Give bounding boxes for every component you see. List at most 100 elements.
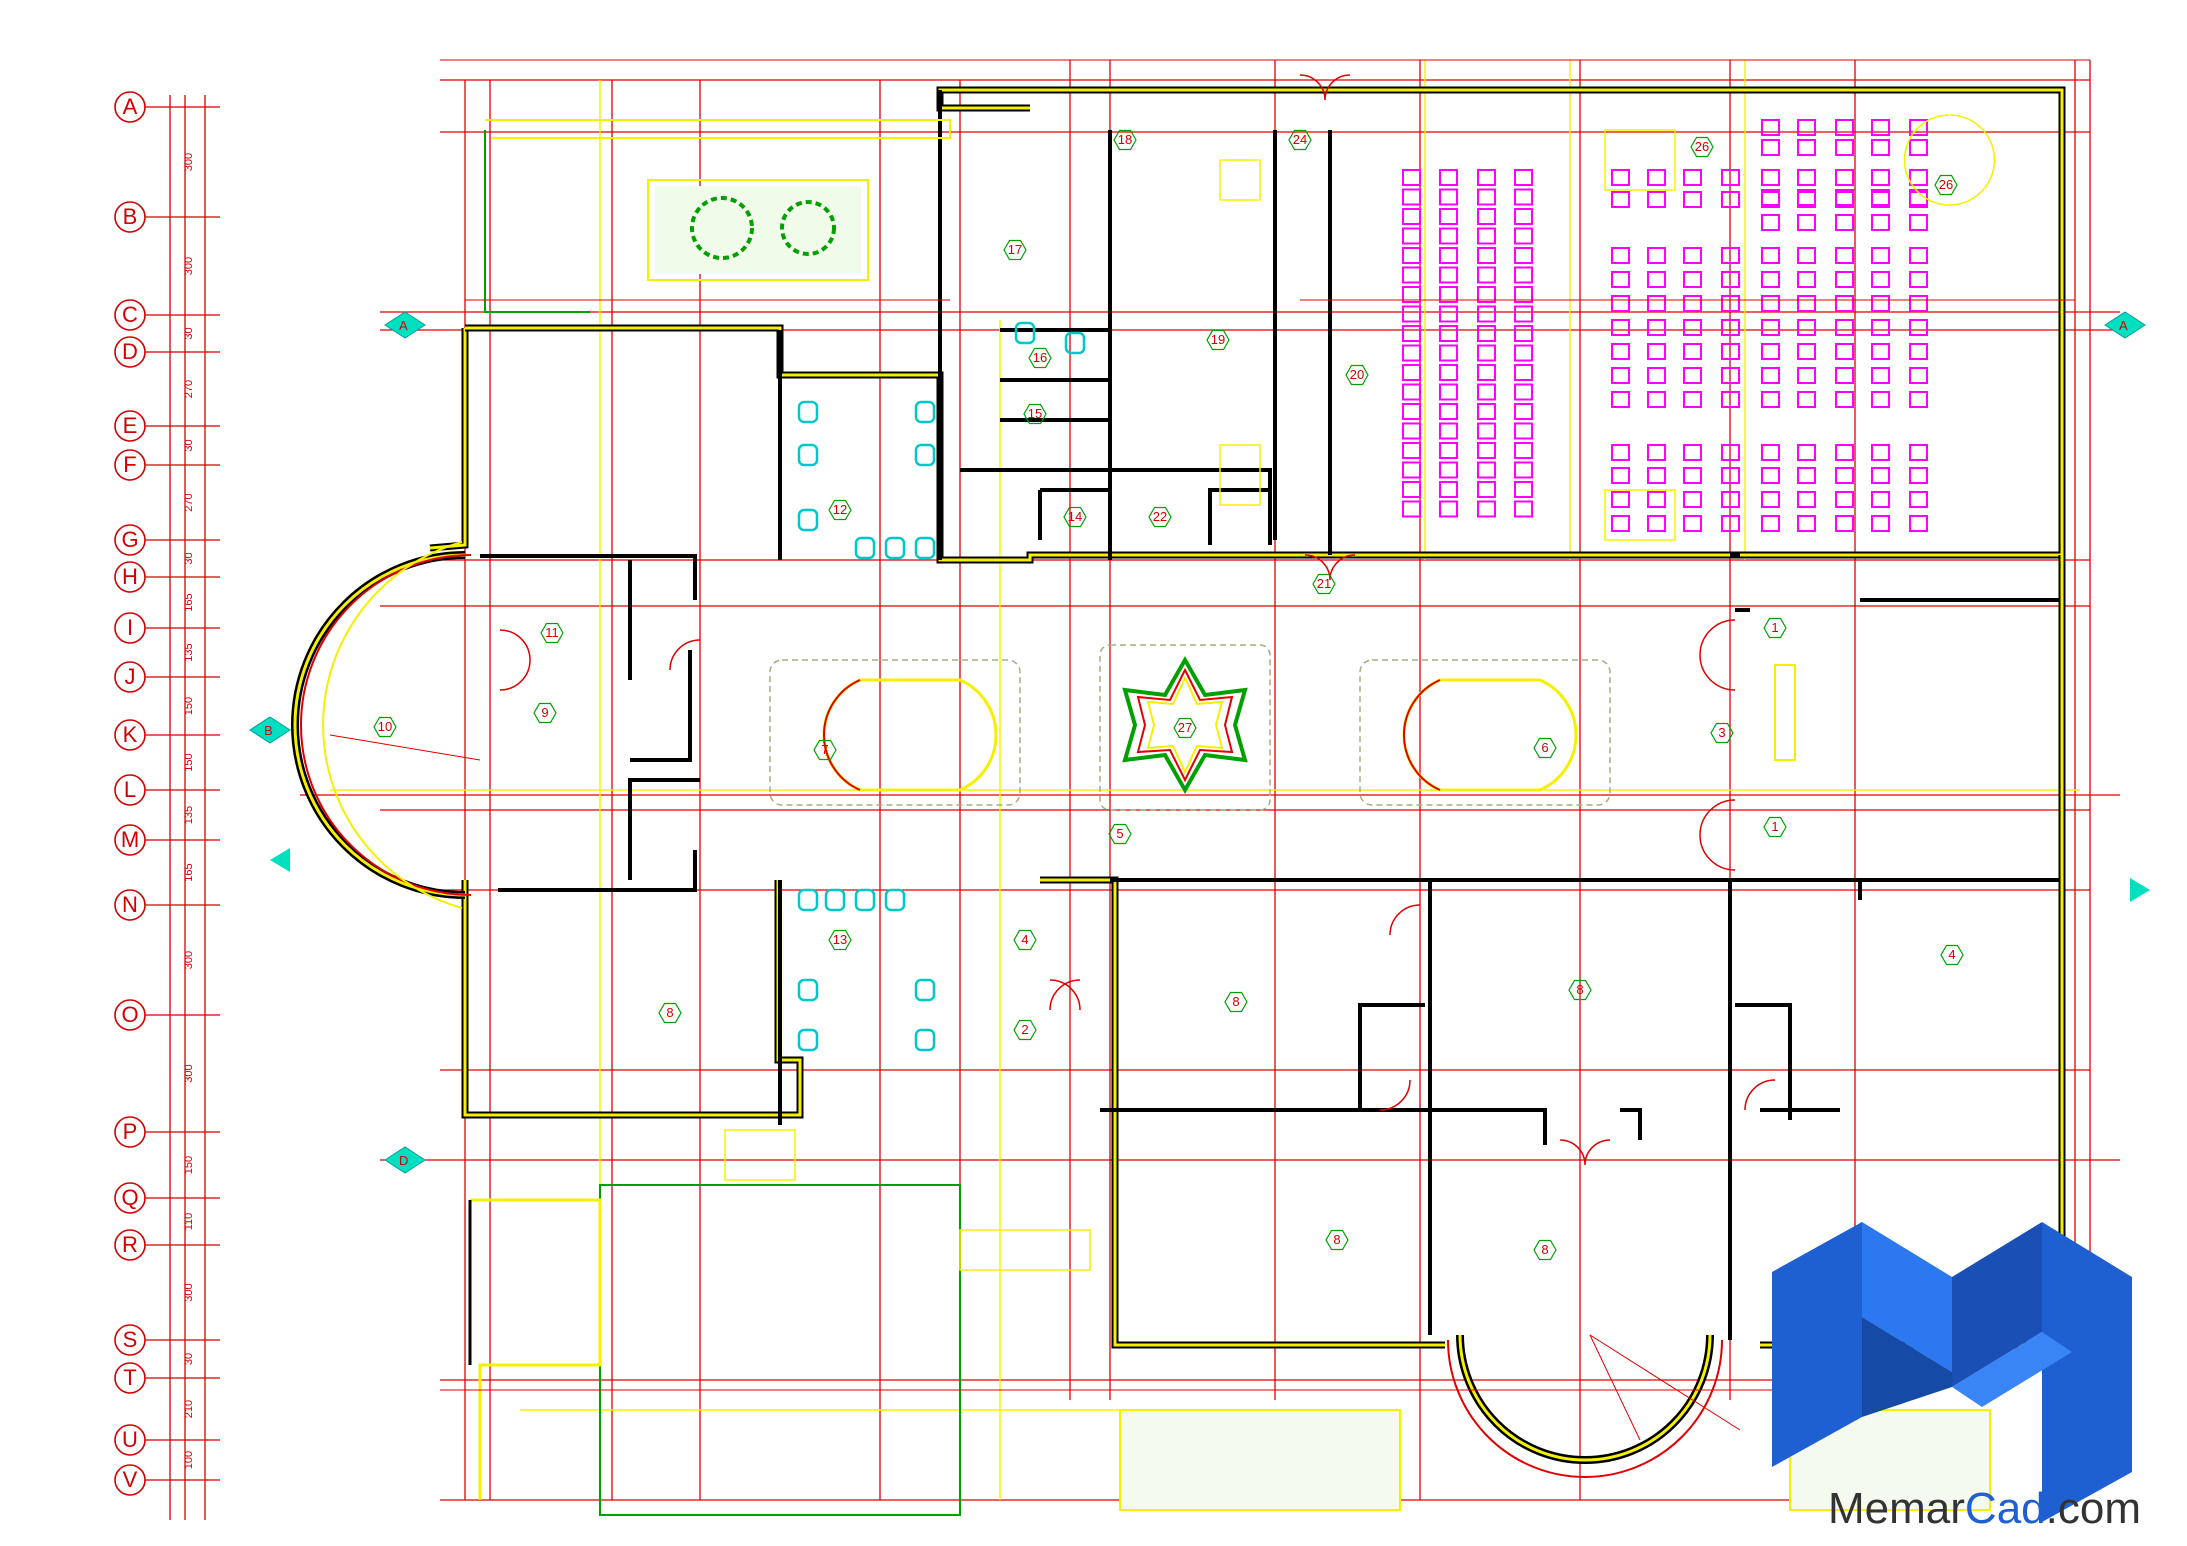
seat xyxy=(1909,467,1928,484)
seat xyxy=(1909,295,1928,312)
seat xyxy=(1439,188,1458,206)
axis-spacing-label: 300 xyxy=(183,257,195,275)
toilet-fixture xyxy=(797,978,819,1002)
seat xyxy=(1761,343,1780,360)
room-tag-hexagon xyxy=(1325,1229,1349,1251)
seat xyxy=(1477,500,1496,518)
seat xyxy=(1477,442,1496,459)
seat xyxy=(1611,515,1630,532)
room-tag-hexagon xyxy=(1113,129,1137,151)
seat xyxy=(1683,191,1702,208)
axis-spacing-label: 150 xyxy=(183,697,195,715)
brand-name-part1: Memar xyxy=(1828,1484,1965,1533)
seat xyxy=(1909,214,1928,231)
room-tag-hexagon xyxy=(1710,722,1734,744)
seat xyxy=(1835,119,1854,136)
axis-spacing-label: 150 xyxy=(183,1156,195,1174)
room-number: 15 xyxy=(1028,406,1042,421)
room-tag-hexagon xyxy=(828,929,852,951)
room-tag-hexagon xyxy=(1173,717,1197,739)
seat xyxy=(1647,247,1666,264)
room-number: 8 xyxy=(666,1005,673,1020)
axis-spacing-label: 165 xyxy=(183,593,195,611)
seat xyxy=(1909,247,1928,264)
seat xyxy=(1683,247,1702,264)
room-number: 19 xyxy=(1211,332,1225,347)
seat xyxy=(1611,467,1630,484)
seat xyxy=(1909,139,1928,156)
seat xyxy=(1835,444,1854,461)
seat xyxy=(1721,391,1740,408)
seat xyxy=(1761,515,1780,532)
seat xyxy=(1721,295,1740,312)
seat xyxy=(1909,319,1928,336)
seat xyxy=(1402,169,1421,186)
axis-label: E xyxy=(123,413,138,438)
seat xyxy=(1683,367,1702,384)
axis-label: M xyxy=(121,827,139,852)
seat xyxy=(1871,247,1890,264)
room-number: 10 xyxy=(378,719,392,734)
seat xyxy=(1647,343,1666,360)
room-number: 2 xyxy=(1021,1022,1028,1037)
seat xyxy=(1797,319,1816,336)
seat xyxy=(1477,344,1496,362)
seat xyxy=(1797,295,1816,312)
seat xyxy=(1611,247,1630,264)
seat xyxy=(1402,227,1421,245)
seat xyxy=(1477,403,1496,420)
seat xyxy=(1909,271,1928,288)
axis-label: V xyxy=(123,1467,138,1492)
seat xyxy=(1761,247,1780,264)
section-arrow-right xyxy=(2130,878,2150,902)
seat xyxy=(1439,325,1458,342)
seat xyxy=(1835,295,1854,312)
seat xyxy=(1477,169,1496,186)
stairs xyxy=(724,114,1996,1271)
room-tag-hexagon xyxy=(1533,1239,1557,1261)
seat xyxy=(1683,467,1702,484)
seat xyxy=(1721,467,1740,484)
room-number: 20 xyxy=(1350,367,1364,382)
seat xyxy=(1761,271,1780,288)
seat xyxy=(1477,364,1496,381)
axis-label: B xyxy=(123,204,138,229)
seat xyxy=(1835,189,1854,206)
seat xyxy=(1647,191,1666,208)
toilet-fixture xyxy=(914,536,936,560)
axis-label: D xyxy=(122,339,138,364)
seat xyxy=(1683,169,1702,186)
seat xyxy=(1909,189,1928,206)
axis-label: R xyxy=(122,1232,138,1257)
seat xyxy=(1514,403,1533,420)
seat xyxy=(1721,191,1740,208)
seat xyxy=(1721,247,1740,264)
seat xyxy=(1402,286,1421,303)
toilet-fixture xyxy=(797,888,819,912)
grid-axis-column: A300B300C30D270E30F270G30H165I135J150K15… xyxy=(114,91,220,1520)
seat xyxy=(1402,208,1421,225)
section-marker-label: D xyxy=(399,1153,408,1168)
seat xyxy=(1797,271,1816,288)
axis-spacing-label: 300 xyxy=(183,1064,195,1082)
seat xyxy=(1871,271,1890,288)
seat xyxy=(1439,208,1458,225)
seat xyxy=(1797,343,1816,360)
seat xyxy=(1761,139,1780,156)
seat xyxy=(1439,364,1458,381)
seat xyxy=(1797,139,1816,156)
section-arrow-left xyxy=(270,848,290,872)
seat xyxy=(1835,319,1854,336)
seat xyxy=(1402,481,1421,498)
seat xyxy=(1402,247,1421,264)
room-tag-hexagon xyxy=(1763,617,1787,639)
axis-spacing-label: 150 xyxy=(183,753,195,771)
seat xyxy=(1797,189,1816,206)
seat xyxy=(1871,319,1890,336)
seat xyxy=(1514,286,1533,303)
garden-areas xyxy=(468,119,1991,1516)
seat xyxy=(1514,266,1533,284)
seat xyxy=(1761,367,1780,384)
room-tag-hexagon xyxy=(1690,136,1714,158)
